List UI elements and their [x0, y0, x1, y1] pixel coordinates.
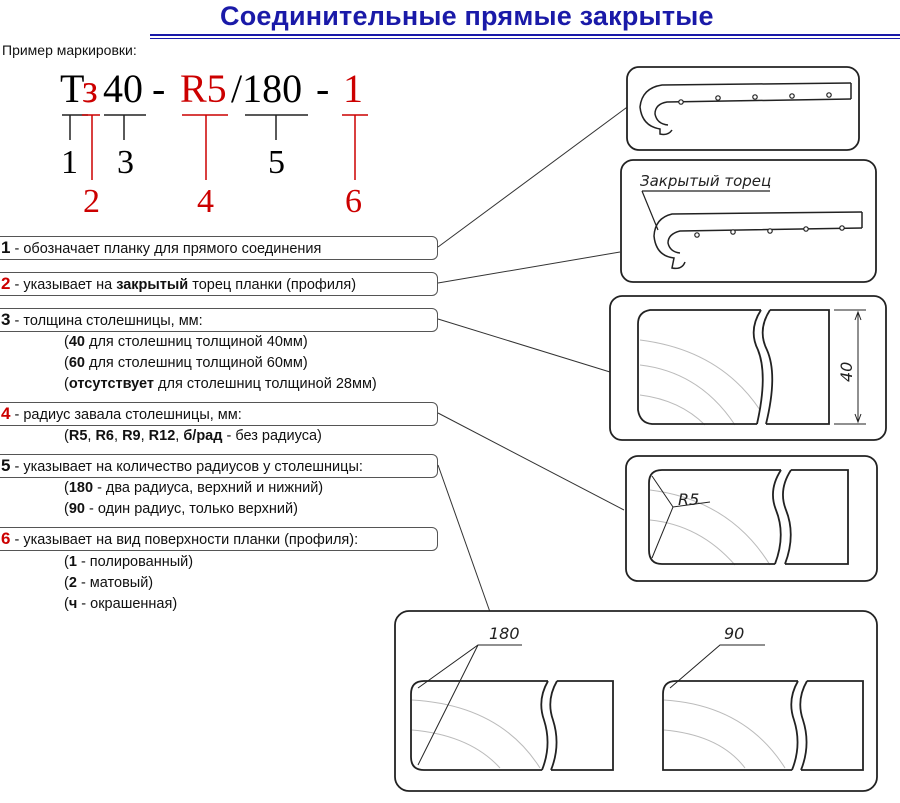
paren: (	[64, 596, 69, 612]
sub-text: - матовый)	[76, 575, 154, 591]
legend-num-3: 3	[1, 310, 11, 329]
legend-num-6: 6	[1, 529, 11, 548]
ref-3: 3	[117, 144, 134, 181]
connector-1	[437, 104, 631, 248]
ref-1: 1	[61, 144, 78, 181]
thickness-label: 40	[837, 362, 856, 382]
marking-code-diagram: Т з 40 - R5 /180 - 1 1 3 5 2 4 6	[60, 66, 368, 220]
panel-closed-end: Закрытый торец	[620, 159, 877, 283]
sub-text: для столешниц толщиной 28мм)	[154, 376, 377, 392]
paren: (	[64, 554, 69, 570]
code-dash-1: -	[152, 66, 165, 111]
code-thickness: 40	[103, 66, 143, 111]
connector-4	[437, 412, 625, 511]
sub-text: - окрашенная)	[77, 596, 178, 612]
legend-num-5: 5	[1, 456, 11, 475]
legend-item-1: 1 - обозначает планку для прямого соедин…	[0, 236, 438, 260]
paren: (	[64, 376, 69, 392]
example-label: Пример маркировки:	[2, 42, 137, 58]
code-surface: 1	[343, 66, 363, 111]
panel-radius: R5	[625, 455, 878, 582]
legend-text-6: - указывает на вид поверхности планки (п…	[10, 532, 359, 548]
sub-text: - два радиуса, верхний и нижний)	[93, 480, 324, 496]
one-radius-label: 90	[724, 624, 744, 643]
code-dash-2: -	[316, 66, 329, 111]
ref-5: 5	[268, 144, 285, 181]
sub-text: - полированный)	[76, 554, 194, 570]
item3-sub-1: (40 для столешниц толщиной 40мм)	[64, 332, 308, 353]
two-radius-label: 180	[489, 624, 520, 643]
sub-value: ч	[68, 596, 78, 612]
paren: (	[64, 355, 69, 371]
panel-radius-count: 180 90	[394, 610, 878, 792]
legend-item-6: 6 - указывает на вид поверхности планки …	[0, 527, 438, 551]
sub-value: отсутствует	[68, 376, 155, 392]
radius-none: б/рад	[183, 428, 223, 444]
sub-text: для столешниц толщиной 60мм)	[84, 355, 308, 371]
code-prefix-z: з	[82, 66, 98, 111]
ref-4: 4	[197, 183, 214, 220]
legend-text-3: - толщина столешницы, мм:	[10, 313, 203, 329]
comma: ,	[87, 428, 96, 444]
sub-text: - один радиус, только верхний)	[84, 501, 298, 517]
paren: (	[64, 334, 69, 350]
legend-item-2: 2 - указывает на закрытый торец планки (…	[0, 272, 438, 296]
page-title: Соединительные прямые закрытые	[220, 1, 714, 31]
radius-r6: R6	[95, 428, 114, 444]
legend-text-2a: - указывает на	[10, 277, 117, 293]
legend-item-4: 4 - радиус завала столешницы, мм:	[0, 402, 438, 426]
sub-value: 60	[68, 355, 85, 371]
code-radius: R5	[180, 66, 227, 111]
item3-sub-2: (60 для столешниц толщиной 60мм)	[64, 353, 308, 374]
sub-value: 180	[68, 480, 94, 496]
legend-text-5: - указывает на количество радиусов у сто…	[10, 459, 363, 475]
connector-2	[437, 251, 621, 284]
item6-sub-3: (ч - окрашенная)	[64, 594, 177, 615]
sub-value: 40	[68, 334, 85, 350]
sub-value: 1	[68, 554, 77, 570]
legend-text-2-bold: закрытый	[116, 277, 189, 293]
ref-6: 6	[345, 183, 362, 220]
title-underline-thin	[150, 38, 900, 39]
legend-text-4: - радиус завала столешницы, мм:	[10, 407, 242, 423]
item5-sub-1: (180 - два радиуса, верхний и нижний)	[64, 478, 323, 499]
connector-5	[437, 464, 491, 613]
connector-3	[437, 318, 611, 373]
paren: (	[64, 480, 69, 496]
panel-profile	[626, 66, 860, 151]
code-count: /180	[231, 66, 302, 111]
paren: (	[64, 575, 69, 591]
comma: ,	[140, 428, 149, 444]
legend-num-2: 2	[1, 274, 11, 293]
item5-sub-2: (90 - один радиус, только верхний)	[64, 499, 298, 520]
legend-item-3: 3 - толщина столешницы, мм:	[0, 308, 438, 332]
item4-sub: (R5, R6, R9, R12, б/рад - без радиуса)	[64, 426, 322, 447]
title-underline	[150, 34, 900, 36]
radius-label: R5	[678, 490, 699, 509]
closed-end-label: Закрытый торец	[640, 172, 771, 190]
radius-r5: R5	[68, 428, 88, 444]
panel-thickness: 40	[609, 295, 887, 441]
radius-r9: R9	[122, 428, 141, 444]
comma: ,	[114, 428, 123, 444]
sub-text: для столешниц толщиной 40мм)	[84, 334, 308, 350]
item3-sub-3: (отсутствует для столешниц толщиной 28мм…	[64, 374, 377, 395]
paren: (	[64, 501, 69, 517]
paren: (	[64, 428, 69, 444]
sub-text: - без радиуса)	[222, 428, 322, 444]
sub-value: 90	[68, 501, 85, 517]
legend-text-2b: торец планки (профиля)	[188, 277, 357, 293]
connector-lines	[437, 104, 631, 613]
radius-r12: R12	[148, 428, 176, 444]
sub-value: 2	[68, 575, 77, 591]
code-prefix-t: Т	[60, 66, 84, 111]
item6-sub-2: (2 - матовый)	[64, 573, 153, 594]
item6-sub-1: (1 - полированный)	[64, 552, 193, 573]
legend-item-5: 5 - указывает на количество радиусов у с…	[0, 454, 438, 478]
comma: ,	[175, 428, 184, 444]
legend-text-1: - обозначает планку для прямого соединен…	[10, 241, 322, 257]
ref-2: 2	[83, 183, 100, 220]
legend-num-1: 1	[1, 238, 11, 257]
legend-num-4: 4	[1, 404, 11, 423]
